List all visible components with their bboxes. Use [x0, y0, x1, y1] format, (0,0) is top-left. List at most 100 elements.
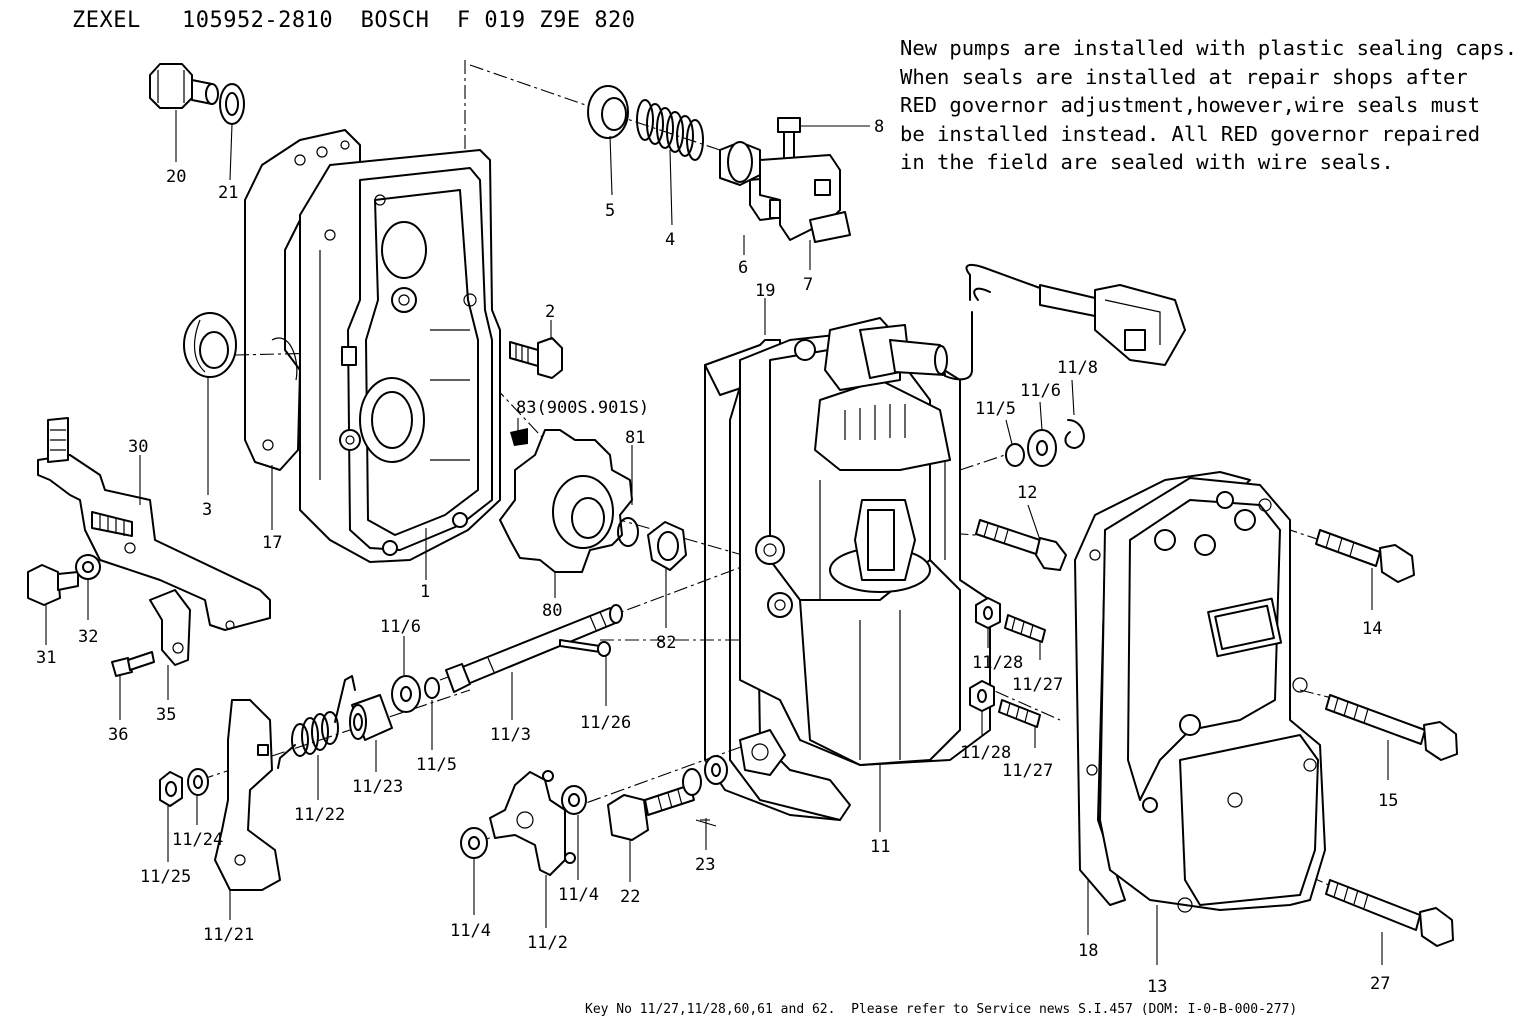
- callout-31: 31: [36, 648, 56, 668]
- callout-11-5-left: 11/5: [416, 755, 457, 775]
- callout-11-26: 11/26: [580, 713, 631, 733]
- callout-18: 18: [1078, 941, 1098, 961]
- part-13-governor-cover: [1099, 477, 1326, 913]
- part-21-washer: [219, 83, 245, 125]
- part-27-bolt: [1325, 879, 1454, 947]
- part-3-oil-seal: [183, 312, 237, 378]
- note-line: be installed instead. All RED governor r…: [900, 121, 1481, 146]
- part-30-stud: [91, 511, 133, 537]
- part-11-2-lever: [489, 770, 576, 876]
- part-11-6-washer: [1027, 429, 1057, 467]
- part-11-27-screw: [1004, 614, 1046, 643]
- callout-11-2: 11/2: [527, 933, 568, 953]
- part-11-28-nut: [969, 680, 995, 712]
- note-line: When seals are installed at repair shops…: [900, 64, 1468, 89]
- part-5-seal-ring: [587, 85, 629, 139]
- callout-11-23: 11/23: [352, 777, 403, 797]
- callout-11: 11: [870, 837, 890, 857]
- callout-19: 19: [755, 281, 775, 301]
- service-note: New pumps are installed with plastic sea…: [900, 34, 1520, 177]
- part-15-bolt: [1325, 694, 1458, 761]
- part-31-bolt: [27, 564, 79, 606]
- callout-35: 35: [156, 705, 176, 725]
- callout-2: 2: [545, 302, 555, 322]
- part-11-22-spring: [277, 675, 356, 769]
- callout-3: 3: [202, 500, 212, 520]
- callout-36: 36: [108, 725, 128, 745]
- callout-11-22: 11/22: [294, 805, 345, 825]
- callout-82: 82: [656, 633, 676, 653]
- part-11-25-nut: [159, 771, 183, 807]
- part-11-5-snap-ring: [424, 677, 440, 699]
- part-20-plug-screw: [149, 63, 219, 109]
- callout-11-5-right: 11/5: [975, 399, 1016, 419]
- part-17-gasket: [244, 129, 361, 471]
- callout-32: 32: [78, 627, 98, 647]
- part-11-24-washer: [187, 768, 209, 796]
- part-11-27-screw: [998, 699, 1041, 728]
- callout-11-28-top: 11/28: [972, 653, 1023, 673]
- callout-4: 4: [665, 230, 675, 250]
- note-line: RED governor adjustment,however,wire sea…: [900, 93, 1481, 117]
- note-line: in the field are sealed with wire seals.: [900, 150, 1394, 174]
- note-line: New pumps are installed with plastic sea…: [900, 36, 1518, 60]
- part-4-spring: [636, 99, 704, 161]
- callout-11-3: 11/3: [490, 725, 531, 745]
- callout-27: 27: [1370, 974, 1390, 994]
- callout-11-27-bottom: 11/27: [1002, 761, 1053, 781]
- callout-11-28-bottom: 11/28: [960, 743, 1011, 763]
- part-11-26-pin: [559, 639, 611, 657]
- part-30-bracket: [37, 417, 271, 631]
- part-14-bolt: [1315, 529, 1415, 583]
- callout-13: 13: [1147, 977, 1167, 997]
- part-11-23-sleeve: [349, 694, 393, 741]
- callout-15: 15: [1378, 791, 1398, 811]
- part-23-spacer: [682, 755, 728, 827]
- callout-7: 7: [803, 275, 813, 295]
- callout-12: 12: [1017, 483, 1037, 503]
- callout-30: 30: [128, 437, 148, 457]
- callout-5: 5: [605, 201, 615, 221]
- callout-1: 1: [420, 582, 430, 602]
- callout-11-8: 11/8: [1057, 358, 1098, 378]
- part-11-8-clip: [1064, 419, 1085, 449]
- callout-11-25: 11/25: [140, 867, 191, 887]
- part-82-nut: [647, 521, 687, 571]
- callout-23: 23: [695, 855, 715, 875]
- callout-8: 8: [874, 117, 884, 137]
- callout-11-4-right: 11/4: [558, 885, 599, 905]
- part-11-5-o-ring: [1005, 443, 1025, 467]
- callout-labels: 20 21 5 4 8 6 7 19 2 3 17 1 83(900S.901S…: [36, 117, 1398, 997]
- part-11-6-washer: [391, 675, 421, 713]
- harness-connector: [944, 263, 1186, 381]
- callout-11-27-top: 11/27: [1012, 675, 1063, 695]
- part-12-bolt: [975, 519, 1067, 571]
- callout-22: 22: [620, 887, 640, 907]
- part-11-4-washer: [460, 827, 488, 859]
- callout-21: 21: [218, 183, 238, 203]
- part-36-screw: [111, 651, 155, 677]
- part-8-screw: [777, 117, 801, 161]
- part-number-header: ZEXEL 105952-2810 BOSCH F 019 Z9E 820: [72, 8, 636, 33]
- part-11-4-washer: [561, 785, 587, 815]
- part-81-snap-ring: [617, 517, 639, 547]
- footer-key-note: Key No 11/27,11/28,60,61 and 62. Please …: [585, 1002, 1298, 1017]
- part-11-3-shaft: [445, 604, 623, 693]
- part-11-21-lever: [214, 699, 281, 891]
- part-32-washer: [75, 554, 101, 580]
- part-35-clip: [149, 589, 191, 666]
- part-2-bolt: [509, 337, 563, 379]
- callout-11-4-left: 11/4: [450, 921, 491, 941]
- callout-17: 17: [262, 533, 282, 553]
- callout-80: 80: [542, 601, 562, 621]
- part-80-rotor: [499, 429, 633, 573]
- part-7-seal-bracket: [759, 154, 851, 243]
- part-83-key: [510, 428, 528, 446]
- callout-81: 81: [625, 428, 645, 448]
- callout-11-6-left: 11/6: [380, 617, 421, 637]
- part-1-governor-housing: [299, 149, 501, 563]
- callout-11-24: 11/24: [172, 830, 223, 850]
- callout-14: 14: [1362, 619, 1382, 639]
- callout-20: 20: [166, 167, 186, 187]
